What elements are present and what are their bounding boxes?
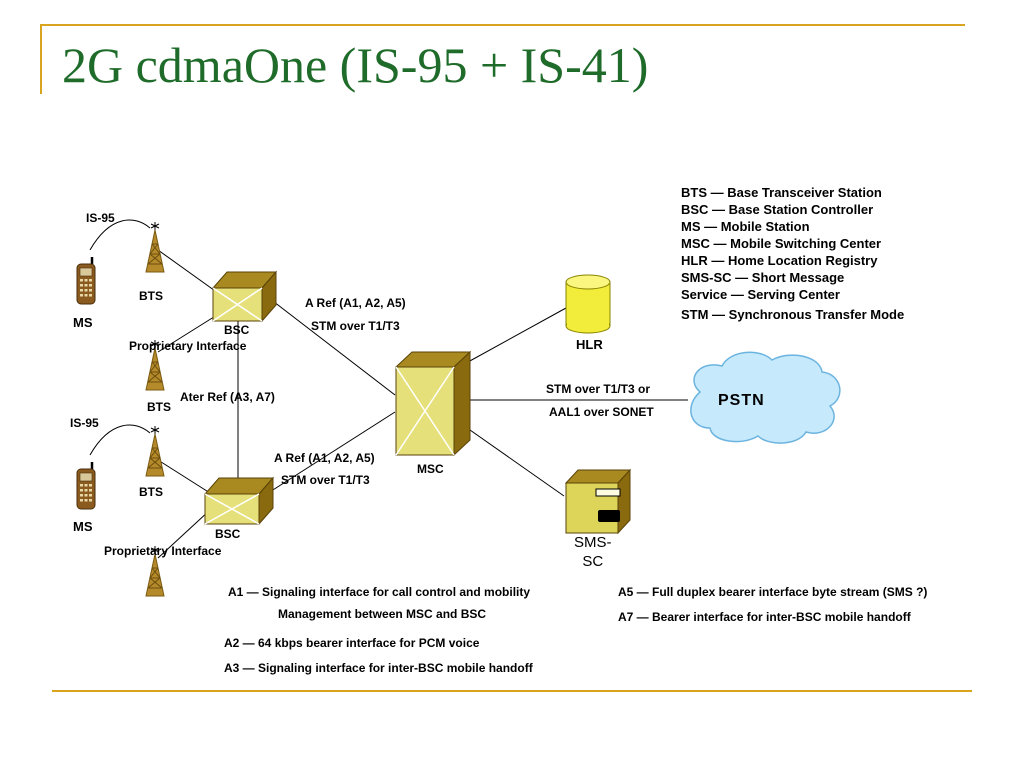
label-bts-3: BTS [139,485,163,499]
label-a-ref-bottom: A Ref (A1, A2, A5) [274,451,375,465]
hlr-database-icon [565,274,611,334]
bts-tower-icon-3 [145,425,165,477]
label-bts-2: BTS [147,400,171,414]
bts-tower-icon-1 [145,221,165,273]
label-ater-ref: Ater Ref (A3, A7) [180,390,275,404]
label-pstn: PSTN [718,392,765,409]
legend-item-hlr: HLR — Home Location Registry [681,253,878,268]
note-a1-line-2: Management between MSC and BSC [278,607,487,621]
mobile-phone-icon-top [75,255,97,306]
label-proprietary-interface-top: Proprietary Interface [129,339,247,353]
frame-bottom-rule [52,690,972,692]
label-sms-sc: SMS- SC [574,533,612,571]
label-is95-bottom: IS-95 [70,416,99,430]
label-sms-sc-line-2: SC [582,553,604,570]
label-pstn-link-1: STM over T1/T3 or [546,382,651,396]
label-ms-bottom: MS [73,519,93,534]
legend-item-sms-sc-cont: Service — Serving Center [681,287,840,302]
link-bts4-bsc-bottom [157,509,211,559]
bsc-bottom-box-icon [203,476,275,526]
link-bsc-bottom-msc [264,411,396,496]
label-bsc-bottom: BSC [215,527,241,541]
link-msc-smssc [469,429,565,497]
connection-lines [89,219,688,559]
sms-sc-server-icon [564,468,632,535]
pstn-cloud-icon [690,351,841,444]
label-stm-top: STM over T1/T3 [311,319,400,333]
note-a3: A3 — Signaling interface for inter-BSC m… [224,661,533,675]
note-a5: A5 — Full duplex bearer interface byte s… [618,585,928,599]
legend-item-stm: STM — Synchronous Transfer Mode [681,307,905,322]
link-msc-hlr [467,307,567,363]
label-bsc-top: BSC [224,323,250,337]
label-proprietary-interface-bottom: Proprietary Interface [104,544,222,558]
label-ms-top: MS [73,315,93,330]
link-bsc-top-msc [264,294,396,396]
note-a7: A7 — Bearer interface for inter-BSC mobi… [618,610,911,624]
note-a1-line-1: A1 — Signaling interface for call contro… [228,585,531,599]
legend-item-bsc: BSC — Base Station Controller [681,202,874,217]
label-pstn-link-2: AAL1 over SONET [549,405,654,419]
frame-left-rule [40,24,42,94]
abbreviation-legend: BTS — Base Transceiver Station BSC — Bas… [681,184,904,323]
legend-item-msc: MSC — Mobile Switching Center [681,236,882,251]
label-hlr: HLR [576,337,603,352]
slide-title: 2G cdmaOne (IS-95 + IS-41) [62,37,649,93]
label-msc: MSC [417,462,444,476]
label-bts-1: BTS [139,289,163,303]
mobile-phone-icon-bottom [75,460,97,511]
note-a2: A2 — 64 kbps bearer interface for PCM vo… [224,636,480,650]
legend-item-ms: MS — Mobile Station [681,219,810,234]
radio-link-top [89,219,151,251]
radio-link-bottom [89,424,151,456]
legend-item-sms-sc: SMS-SC — Short Message [681,270,845,285]
label-sms-sc-line-1: SMS- [574,534,612,551]
link-bts3-bsc-bottom [157,459,211,494]
label-stm-bottom: STM over T1/T3 [281,473,370,487]
legend-item-bts: BTS — Base Transceiver Station [681,185,882,200]
msc-switch-icon [394,350,472,457]
bsc-top-box-icon [211,270,278,323]
label-is95-top: IS-95 [86,211,115,225]
label-a-ref-top: A Ref (A1, A2, A5) [305,296,406,310]
frame-top-rule [40,24,965,26]
